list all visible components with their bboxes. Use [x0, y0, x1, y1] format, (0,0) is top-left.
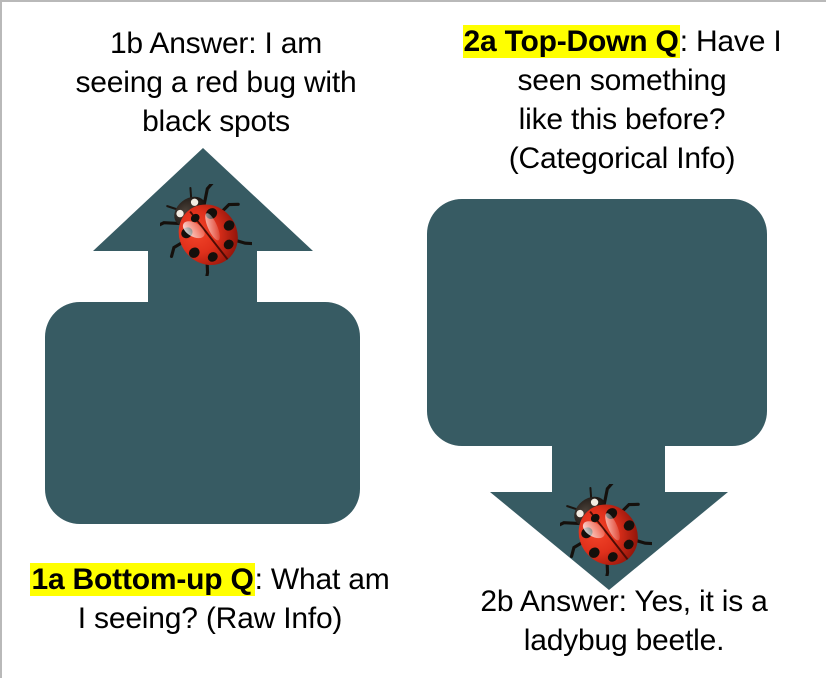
ladybug-icon: [560, 484, 652, 576]
question-1a-highlight: 1a Bottom-up Q: [30, 563, 255, 596]
top-down-arrow-shape: [427, 199, 767, 590]
bottom-up-arrow-shape: [45, 148, 360, 524]
question-2a-text: 2a Top-Down Q: Have I seen something lik…: [434, 22, 810, 178]
question-2a-highlight: 2a Top-Down Q: [462, 25, 680, 58]
ladybug-icon: [160, 184, 252, 276]
question-1a-text: 1a Bottom-up Q: What am I seeing? (Raw I…: [8, 560, 412, 638]
question-1a-rest: : What am I seeing? (Raw Info): [77, 563, 390, 635]
answer-1b-text: 1b Answer: I am seeing a red bug with bl…: [75, 27, 357, 138]
question-2a-rest: : Have I seen something like this before…: [508, 25, 782, 175]
answer-2b-text: 2b Answer: Yes, it is a ladybug beetle.: [480, 585, 768, 657]
